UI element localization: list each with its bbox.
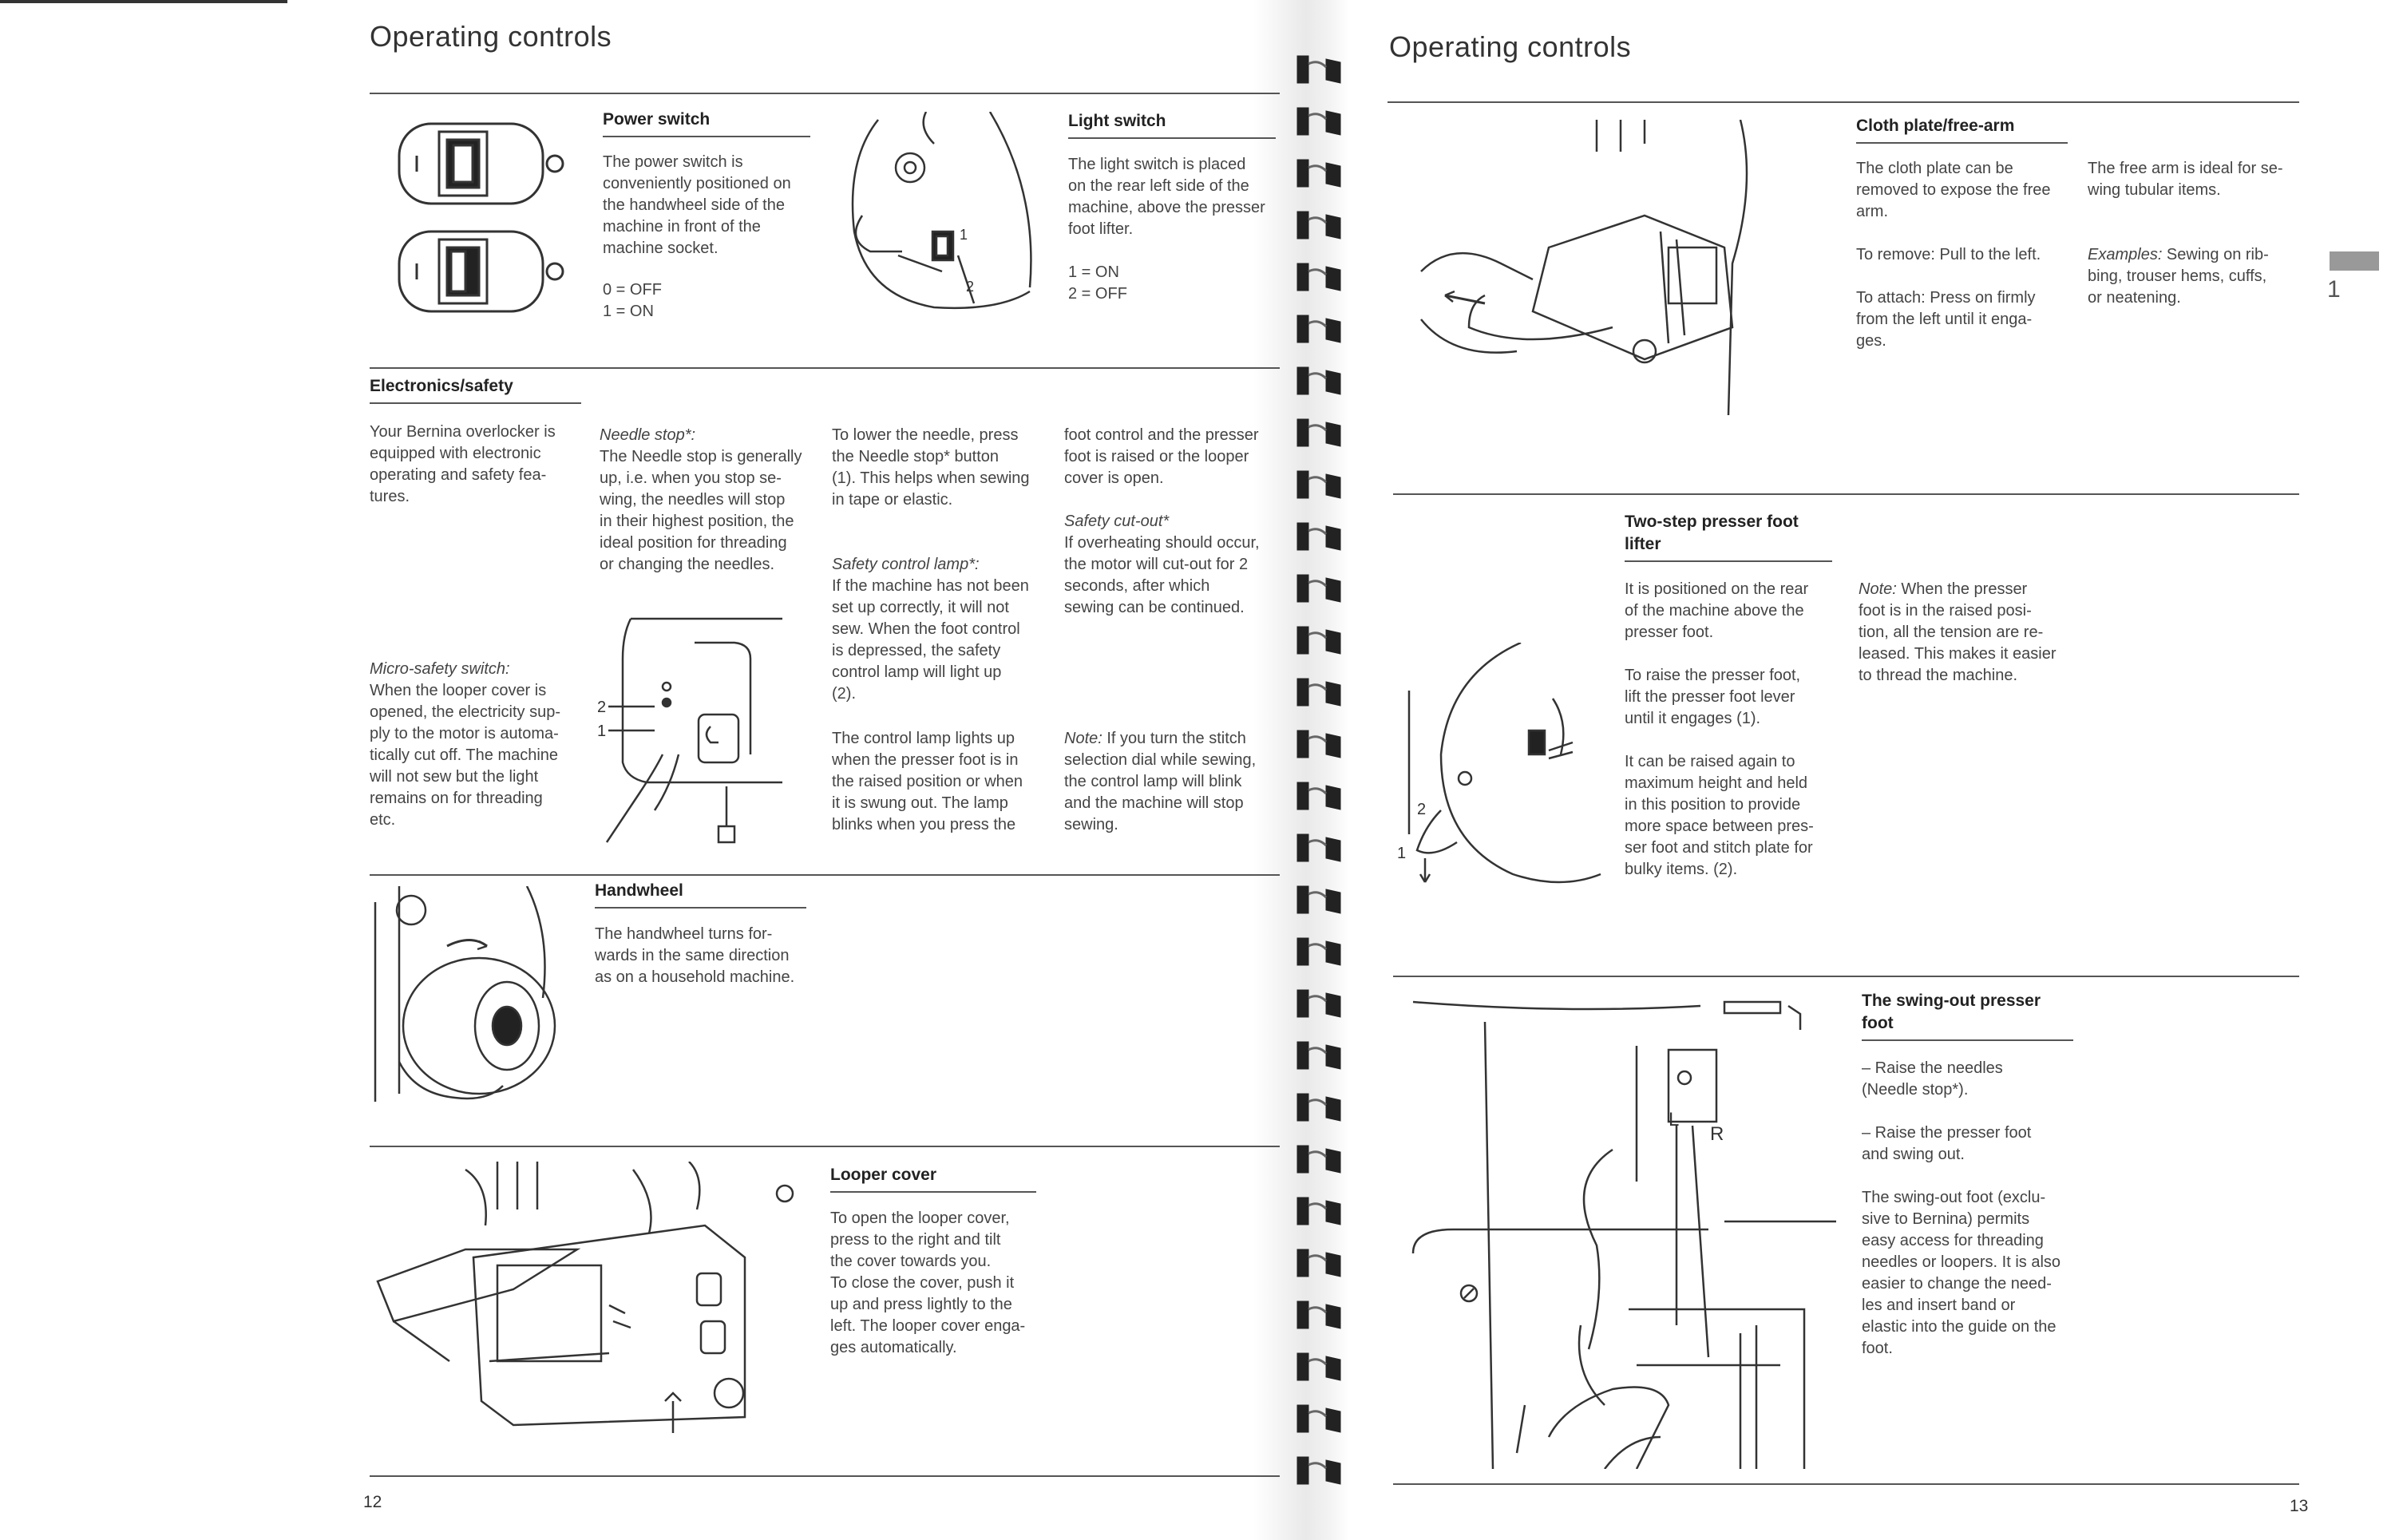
safety-cutout-text: If overheating should occur, the motor w… xyxy=(1064,534,1260,616)
cloth-plate-text: The cloth plate can be removed to expose… xyxy=(1856,160,2051,220)
looper-cover-text: To open the looper cover, press to the r… xyxy=(830,1209,1026,1356)
note-text: When the presser foot is in the raised p… xyxy=(1859,580,2057,684)
electronics-note: Note: If you turn the stitch selection d… xyxy=(1064,728,1304,836)
electronics-intro: Your Bernina overlocker is equipped with… xyxy=(370,423,556,505)
looper-cover-illustration xyxy=(370,1162,813,1453)
spiral-binding xyxy=(1289,40,1353,1525)
section-divider xyxy=(370,874,1280,876)
right-page-heading: Operating controls xyxy=(1389,30,1632,63)
chapter-thumb-tab xyxy=(2330,251,2379,271)
note-label: Note: xyxy=(1859,580,1897,598)
light-switch-text: The light switch is placed on the rear l… xyxy=(1068,156,1265,238)
control-panel-illustration: 2 1 xyxy=(591,611,810,850)
free-arm-examples: Examples: Sewing on rib- bing, trouser h… xyxy=(2088,244,2319,309)
section-divider xyxy=(370,1146,1280,1147)
swing-out-foot-illustration: L R xyxy=(1405,990,1836,1469)
left-page-number: 12 xyxy=(363,1493,382,1511)
handwheel-text: The handwheel turns for- wards in the sa… xyxy=(595,925,795,986)
presser-lifter-note: Note: When the presser foot is in the ra… xyxy=(1859,579,2086,687)
light-switch-illustration: 1 2 xyxy=(830,112,1058,315)
swing-foot-title: The swing-out presser foot xyxy=(1862,990,2073,1041)
light-fig-label-2: 2 xyxy=(966,279,974,295)
power-switch-title: Power switch xyxy=(603,109,810,137)
power-switch-states: 0 = OFF 1 = ON xyxy=(603,281,662,320)
light-switch-title: Light switch xyxy=(1068,110,1276,139)
light-switch-states: 1 = ON 2 = OFF xyxy=(1068,263,1127,303)
cloth-plate-illustration xyxy=(1405,120,1788,415)
swing-fig-label-l: L xyxy=(1669,1109,1679,1130)
light-fig-label-1: 1 xyxy=(960,227,968,243)
lamp-text-continued: The control lamp lights up when the pres… xyxy=(832,730,1023,833)
presser-lifter-title: Two-step presser foot lifter xyxy=(1625,511,1832,562)
power-switch-illustration xyxy=(391,112,579,323)
page-bottom-rule xyxy=(370,1475,1280,1477)
looper-cover-title: Looper cover xyxy=(830,1164,1036,1193)
free-arm-text: The free arm is ideal for se- wing tubul… xyxy=(2088,160,2283,199)
section-divider xyxy=(1393,493,2299,495)
lifter-fig-label-1: 1 xyxy=(1397,845,1406,862)
section-divider xyxy=(370,93,1280,94)
cloth-plate-remove: To remove: Pull to the left. xyxy=(1856,246,2041,263)
presser-lifter-text-3: It can be raised again to maximum height… xyxy=(1625,753,1814,878)
swing-foot-text: The swing-out foot (exclu- sive to Berni… xyxy=(1862,1189,2061,1357)
presser-lifter-text-1: It is positioned on the rear of the mach… xyxy=(1625,580,1809,641)
micro-safety-text: When the looper cover is opened, the ele… xyxy=(370,682,561,829)
needle-stop-title: Needle stop*: xyxy=(600,426,696,444)
scan-edge-line xyxy=(0,0,287,3)
examples-text: Sewing on rib- bing, trouser hems, cuffs… xyxy=(2088,246,2269,307)
power-switch-text: The power switch is conveniently positio… xyxy=(603,153,791,257)
chapter-number: 1 xyxy=(2327,276,2341,303)
swing-foot-step-1: – Raise the needles (Needle stop*). xyxy=(1862,1059,2003,1099)
swing-foot-step-2: – Raise the presser foot and swing out. xyxy=(1862,1124,2032,1163)
panel-fig-label-1: 1 xyxy=(597,722,606,740)
foot-control-text: foot control and the presser foot is rai… xyxy=(1064,426,1259,487)
needle-stop-text: The Needle stop is generally up, i.e. wh… xyxy=(600,448,802,573)
cloth-plate-attach: To attach: Press on firmly from the left… xyxy=(1856,289,2036,350)
presser-lifter-text-2: To raise the presser foot, lift the pres… xyxy=(1625,667,1801,727)
page-gutter-shadow xyxy=(1253,0,1349,1540)
lamp-title: Safety control lamp*: xyxy=(832,556,980,573)
page-bottom-rule xyxy=(1393,1483,2299,1485)
note-text: If you turn the stitch selection dial wh… xyxy=(1064,730,1257,833)
left-page-heading: Operating controls xyxy=(370,20,612,53)
section-divider xyxy=(1393,976,2299,977)
lamp-text: If the machine has not been set up corre… xyxy=(832,577,1029,703)
safety-cutout-title: Safety cut-out* xyxy=(1064,513,1170,530)
handwheel-illustration xyxy=(367,886,591,1114)
panel-fig-label-2: 2 xyxy=(597,699,606,716)
presser-lifter-illustration: 2 1 xyxy=(1393,643,1617,910)
swing-fig-label-r: R xyxy=(1710,1123,1724,1145)
lower-needle-text: To lower the needle, press the Needle st… xyxy=(832,426,1030,509)
lifter-fig-label-2: 2 xyxy=(1417,801,1426,818)
section-divider xyxy=(1388,101,2299,103)
section-divider xyxy=(370,367,1280,369)
cloth-plate-title: Cloth plate/free-arm xyxy=(1856,115,2068,144)
right-page-number: 13 xyxy=(2290,1497,2309,1515)
examples-label: Examples: xyxy=(2088,246,2163,263)
electronics-title: Electronics/safety xyxy=(370,375,581,404)
micro-safety-title: Micro-safety switch: xyxy=(370,660,510,678)
handwheel-title: Handwheel xyxy=(595,880,806,909)
note-label: Note: xyxy=(1064,730,1102,747)
